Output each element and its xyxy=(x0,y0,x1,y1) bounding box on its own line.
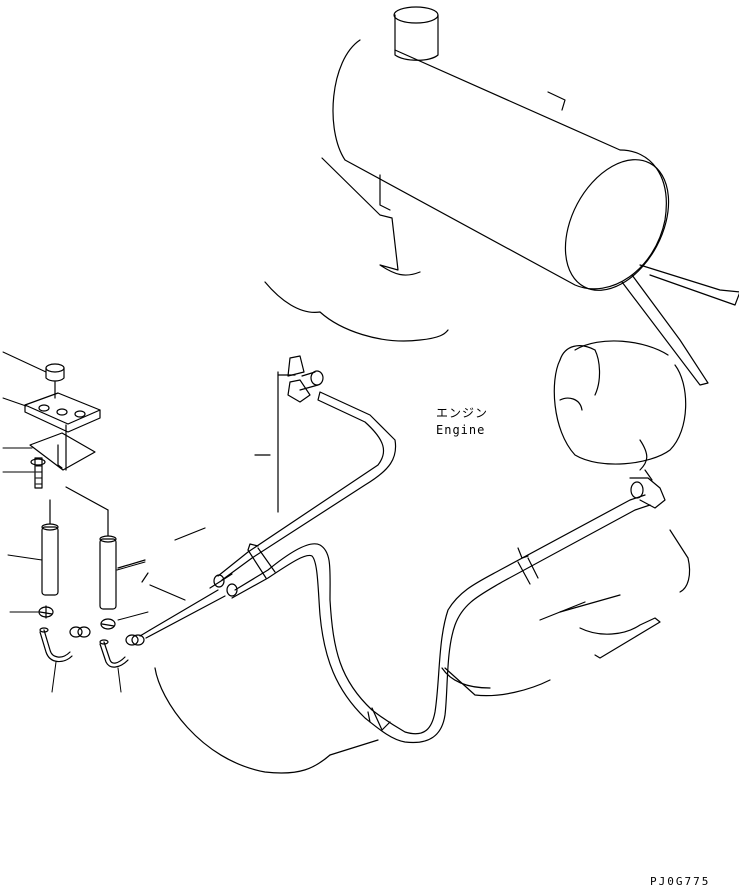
pipe-assembly xyxy=(145,355,666,744)
exploded-parts xyxy=(24,363,151,668)
leader-lines xyxy=(2,351,149,693)
engine-block xyxy=(117,281,691,774)
engine-label-english: Engine xyxy=(436,423,486,437)
muffler xyxy=(321,6,739,386)
engine-label-japanese: エンジン xyxy=(436,406,489,420)
drawing-code: PJ0G775 xyxy=(650,875,711,888)
compressor xyxy=(553,340,687,471)
